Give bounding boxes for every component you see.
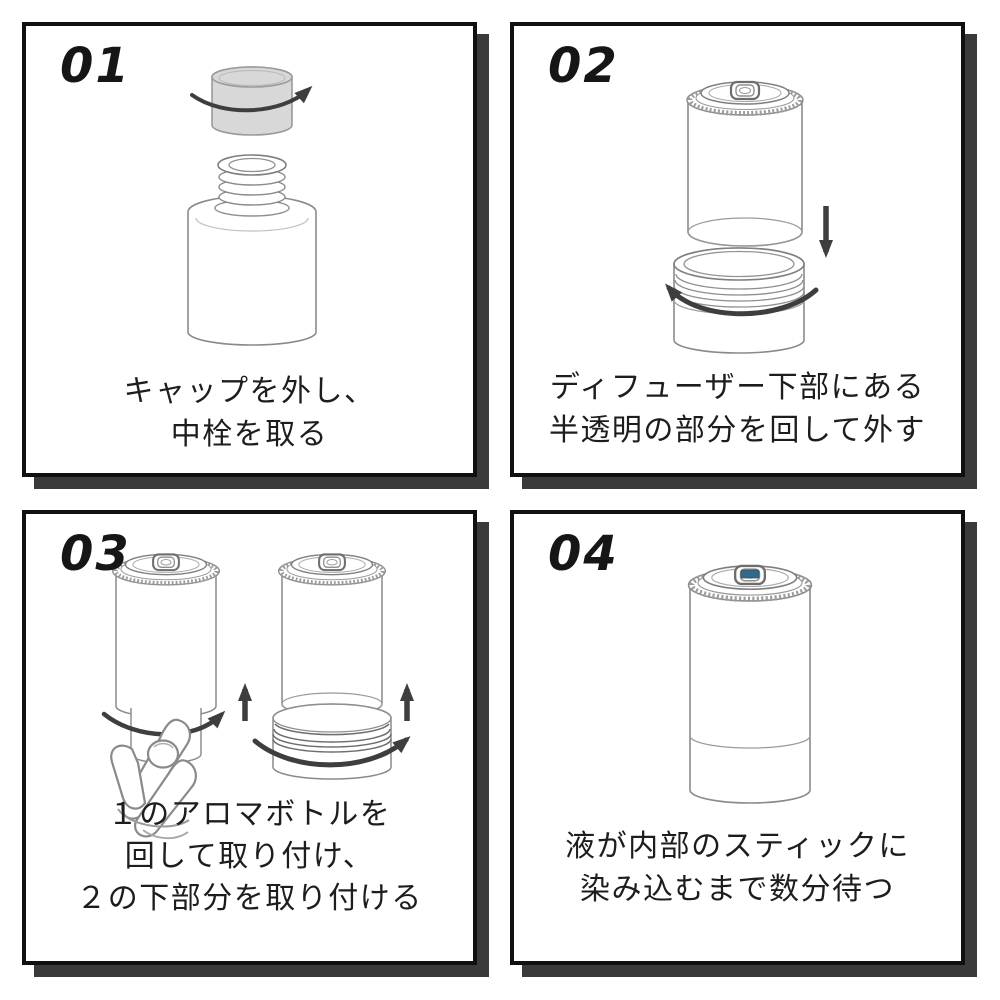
caption-line: １のアロマボトルを: [107, 797, 392, 832]
rotate-arrow-icon: [665, 283, 819, 317]
step-panel-04: 04 液が内部のスティックに 染み込むまで数分待つ: [510, 510, 965, 965]
diffuser-body-shape: [689, 584, 811, 804]
step-caption: １のアロマボトルを 回して取り付け、 ２の下部分を取り付ける: [26, 794, 473, 920]
step-panel-02: 02 ディフューザー下部にある 半透明の部分を回して外す: [510, 22, 965, 477]
rotate-arrow-icon: [252, 736, 411, 768]
step-caption: キャップを外し、 中栓を取る: [26, 370, 473, 456]
diffuser-bottom-remove-illustration: [665, 26, 833, 354]
step-number: 01: [60, 38, 131, 94]
step-panel-03: 03 １のアロマボトルを 回して取り付け、 ２の下部分を取り付ける: [22, 510, 477, 965]
caption-line: 回して取り付け、: [124, 839, 375, 874]
caption-line: 染み込むまで数分待つ: [580, 872, 895, 907]
caption-line: ２の下部分を取り付ける: [76, 881, 423, 916]
caption-line: キャップを外し、: [123, 374, 376, 409]
power-indicator: [740, 569, 760, 579]
step-number: 02: [548, 38, 619, 94]
step-number: 04: [548, 526, 619, 582]
step-caption: 液が内部のスティックに 染み込むまで数分待つ: [514, 825, 961, 911]
attach-bottle-illustration: [101, 514, 414, 840]
bottom-ring-shape: [673, 247, 805, 354]
diffuser-body-shape: [115, 570, 217, 718]
step-number: 03: [60, 526, 131, 582]
caption-line: 中栓を取る: [170, 417, 329, 452]
caption-line: 液が内部のスティックに: [565, 829, 910, 864]
bottle-cap-illustration: [187, 66, 317, 346]
diffuser-body-shape: [687, 99, 803, 247]
bottom-ring-shape: [272, 703, 392, 780]
step-panel-01: 01 キャップを外し、 中栓を取る: [22, 22, 477, 477]
caption-line: ディフューザー下部にある: [549, 370, 926, 405]
hand-shape: [110, 718, 197, 840]
aroma-bottle-shape: [187, 154, 317, 346]
rotate-arrow-icon: [190, 85, 313, 113]
step-caption: ディフューザー下部にある 半透明の部分を回して外す: [514, 366, 961, 452]
diffuser-body-shape: [281, 570, 383, 716]
caption-line: 半透明の部分を回して外す: [548, 413, 927, 448]
bottle-cap-shape: [211, 66, 293, 136]
assembled-diffuser-illustration: [514, 514, 961, 804]
